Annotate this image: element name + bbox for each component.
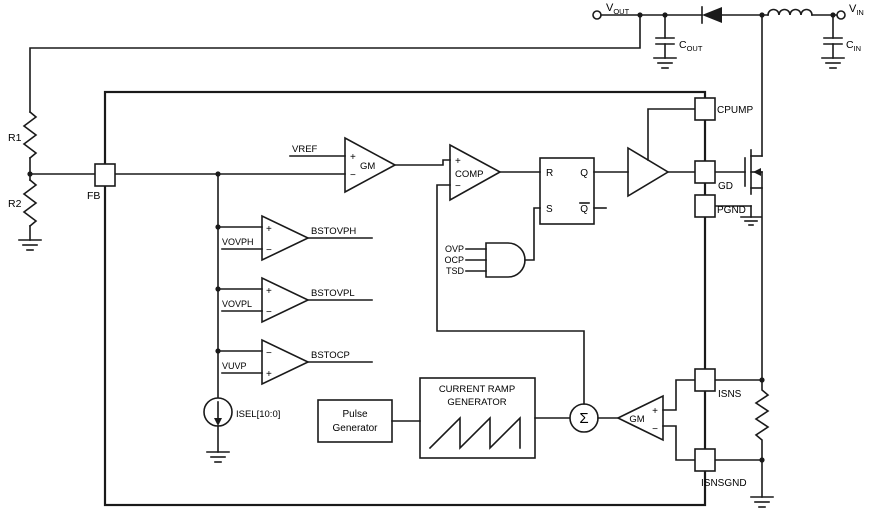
r2-ground-icon (18, 239, 42, 251)
gate-driver (627, 108, 696, 198)
pin-cpump-label: CPUMP (717, 105, 753, 116)
error-amp-minus: − (350, 170, 356, 181)
error-amp-label: GM (360, 161, 375, 172)
cin-branch: CIN (821, 14, 861, 69)
pin-pgnd-label: PGND (717, 205, 746, 216)
pin-gd: GD (694, 160, 733, 192)
r2-label: R2 (8, 198, 22, 210)
vout-terminal (592, 10, 602, 20)
pin-fb: FB (87, 163, 116, 202)
pwm-comp-plus: + (455, 156, 461, 167)
pin-gd-label: GD (718, 181, 733, 192)
cs-amp-plus: + (652, 406, 658, 417)
top-rail: VOUT VIN (592, 2, 864, 24)
tsd-label: TSD (446, 266, 465, 276)
pin-isns-label: ISNS (718, 389, 742, 400)
ocp-label: OCP (444, 255, 464, 265)
pin-pgnd: PGND (694, 194, 746, 218)
pin-cpump: CPUMP (694, 97, 753, 121)
resistor-r2 (22, 178, 38, 228)
error-amp-plus: + (350, 152, 356, 163)
vovph-label: VOVPH (222, 237, 254, 247)
ramp-generator: CURRENT RAMP GENERATOR (419, 377, 571, 459)
cs-amp-label: GM (629, 414, 644, 425)
sense-network (714, 377, 774, 508)
latch-q-label: Q (580, 168, 588, 179)
pulse-gen-label-1: Pulse (342, 409, 367, 420)
ovpl-minus: − (266, 307, 272, 318)
and-gate-shape (485, 242, 526, 278)
sense-resistor (754, 379, 770, 461)
vin-terminal (836, 10, 846, 20)
pin-isnsgnd: ISNSGND (694, 448, 747, 489)
ramp-gen-label-1: CURRENT RAMP (439, 384, 515, 395)
ovph-comparator: + − VOVPH BSTOVPH (221, 214, 373, 262)
ovpl-plus: + (266, 286, 272, 297)
sigma-label: Σ (579, 410, 588, 427)
pulse-generator: Pulse Generator (317, 399, 421, 443)
ocp-comparator: − + VUVP BSTOCP (221, 338, 373, 386)
latch-r-label: R (546, 168, 553, 179)
error-amp: VREF + − GM (289, 136, 451, 194)
cout-label: COUT (679, 39, 703, 53)
ocp-minus: − (266, 348, 272, 359)
ovpl-comparator: + − VOVPL BSTOVPL (221, 276, 373, 324)
cs-amp-minus: − (652, 424, 658, 435)
ocp-plus: + (266, 369, 272, 380)
latch-s-label: S (546, 204, 553, 215)
current-sense-amp: + − GM (597, 379, 696, 461)
ovp-label: OVP (445, 244, 464, 254)
pgnd-ground-icon (740, 216, 762, 226)
bstovpl-label: BSTOVPL (311, 288, 355, 299)
pin-fb-label: FB (87, 190, 100, 202)
pin-isns: ISNS (694, 368, 742, 400)
isel-current-source: ISEL[10:0] (203, 397, 280, 463)
ramp-gen-label-2: GENERATOR (447, 397, 506, 408)
rs-latch: R Q S Q (539, 157, 629, 225)
pwm-comp-minus: − (455, 181, 461, 192)
mosfet (714, 14, 763, 381)
vref-label: VREF (292, 144, 318, 155)
vuvp-label: VUVP (222, 361, 247, 371)
r1-label: R1 (8, 132, 22, 144)
cout-ground-icon (653, 57, 677, 69)
latch-qbar-label: Q (580, 204, 588, 215)
vout-label: VOUT (606, 2, 630, 16)
bstocp-label: BSTOCP (311, 350, 350, 361)
protection-and-gate: OVP OCP TSD (444, 207, 541, 278)
isel-ground-icon (206, 451, 230, 463)
sawtooth-waveform (428, 416, 521, 450)
sense-ground-icon (750, 496, 774, 508)
ic-outline (103, 90, 707, 507)
ovph-plus: + (266, 224, 272, 235)
resistor-r1 (22, 110, 38, 160)
boost-diode (701, 6, 722, 24)
pulse-gen-label-2: Generator (332, 423, 378, 434)
inductor (767, 8, 813, 16)
vovpl-label: VOVPL (222, 299, 252, 309)
isel-label: ISEL[10:0] (236, 409, 280, 420)
fb-net (114, 171, 346, 399)
summer: Σ (436, 184, 599, 433)
cin-ground-icon (821, 57, 845, 69)
cout-branch: COUT (653, 14, 703, 69)
pgnd-external (714, 205, 762, 226)
cin-label: CIN (846, 39, 861, 53)
feedback-divider: R1 R2 (8, 14, 641, 251)
pwm-comp-label: COMP (455, 169, 484, 180)
vin-label: VIN (849, 3, 864, 17)
pwm-comparator: + − COMP (449, 143, 541, 202)
bstovph-label: BSTOVPH (311, 226, 356, 237)
pin-isnsgnd-label: ISNSGND (701, 478, 747, 489)
ovph-minus: − (266, 245, 272, 256)
